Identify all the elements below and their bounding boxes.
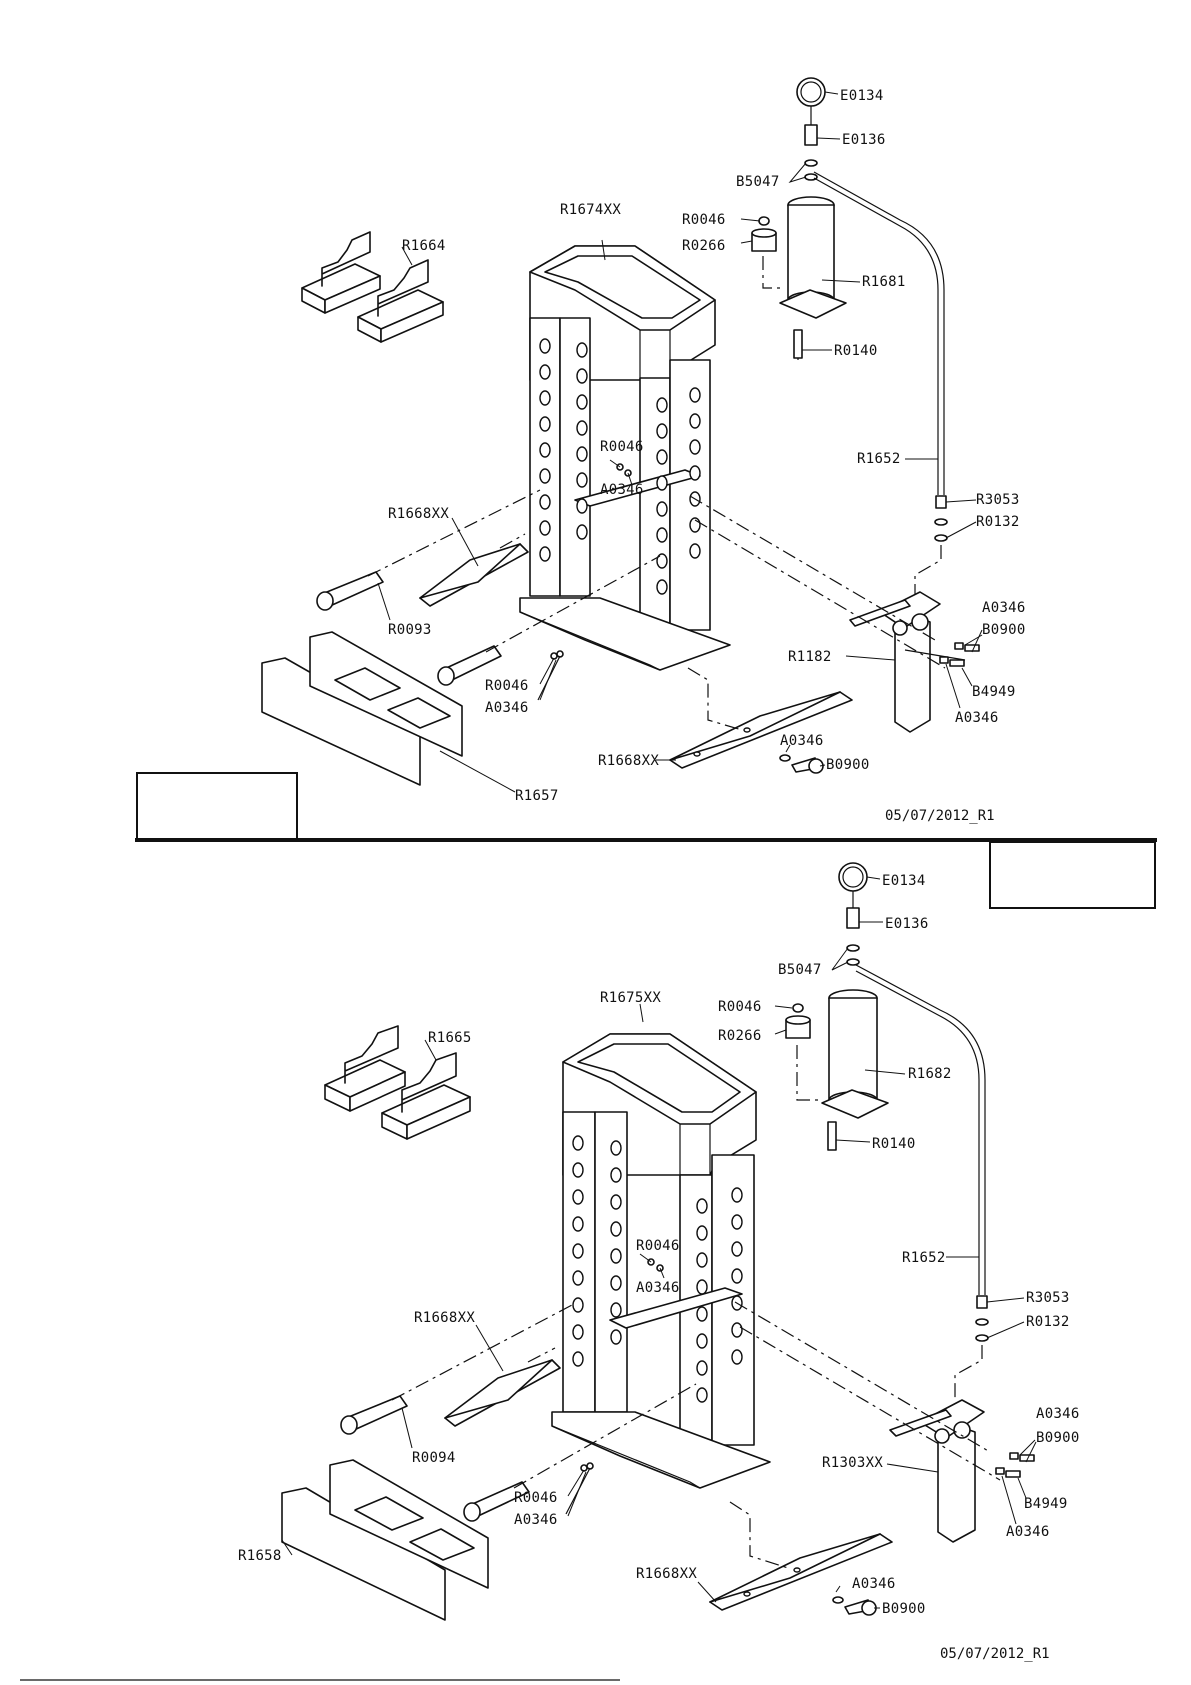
pins	[316, 571, 502, 686]
callout-bed: R1657	[515, 788, 559, 804]
bottom-callout-labels: E0134 E0136 B5047 R1675XX R0046 R0266 R1…	[238, 873, 1080, 1662]
bottom-assembly: E0134 E0136 B5047 R1675XX R0046 R0266 R1…	[238, 862, 1080, 1662]
callout-r0140: R0140	[834, 343, 878, 359]
callout-pump-b: R1303XX	[822, 1455, 883, 1471]
callout-b5047: B5047	[736, 174, 780, 190]
callout-a0346-pump-b: A0346	[1036, 1406, 1080, 1422]
revision-date-top: 05/07/2012_R1	[885, 808, 995, 824]
frame-holes-bottom	[572, 1135, 743, 1403]
callout-foot-right-b: R1668XX	[636, 1566, 697, 1582]
assembly-center-lines-bottom	[391, 1301, 1001, 1569]
callout-a0346-foot-b: A0346	[852, 1576, 896, 1592]
revision-date-bottom: 05/07/2012_R1	[940, 1646, 1050, 1662]
bed-plates	[261, 631, 463, 786]
callout-b0900-pump: B0900	[982, 622, 1026, 638]
callout-r0046-cap-b: R0046	[718, 999, 762, 1015]
callout-cylinder-b: R1682	[908, 1066, 952, 1082]
callout-foot-left-b: R1668XX	[414, 1310, 475, 1326]
feet	[419, 543, 853, 769]
bed-plates-bottom	[281, 1459, 489, 1621]
callout-b4949: B4949	[972, 684, 1016, 700]
callout-r3053: R3053	[976, 492, 1020, 508]
callout-r0046-pin: R0046	[485, 678, 529, 694]
top-callout-labels: E0134 E0136 B5047 R1674XX R0046 R0266 R1…	[388, 88, 1026, 824]
feet-bottom	[444, 1359, 893, 1611]
callout-plates-b: R1665	[428, 1030, 472, 1046]
callout-b4949-b: B4949	[1024, 1496, 1068, 1512]
callout-a0346-pin-b: A0346	[514, 1512, 558, 1528]
hydraulic-cylinder	[537, 77, 980, 774]
callout-a0346-ball: A0346	[600, 482, 644, 498]
callout-foot-right: R1668XX	[598, 753, 659, 769]
callout-bed-b: R1658	[238, 1548, 282, 1564]
callout-r0046-pin-b: R0046	[514, 1490, 558, 1506]
callout-a0346-pin: A0346	[485, 700, 529, 716]
callout-r0140-b: R0140	[872, 1136, 916, 1152]
callout-hose-b: R1652	[902, 1250, 946, 1266]
callout-b5047-b: B5047	[778, 962, 822, 978]
callout-cylinder: R1681	[862, 274, 906, 290]
title-block-top	[136, 772, 298, 840]
callout-a0346-pump: A0346	[982, 600, 1026, 616]
title-block-bottom	[989, 841, 1156, 909]
pins-bottom	[340, 1395, 530, 1522]
v-block-plates	[301, 231, 444, 343]
top-leaders	[377, 91, 983, 793]
callout-e0136-b: E0136	[885, 916, 929, 932]
assembly-center-lines	[367, 489, 946, 731]
bottom-leaders	[281, 876, 1037, 1609]
callout-pin-b: R0094	[412, 1450, 456, 1466]
callout-e0136: E0136	[842, 132, 886, 148]
top-assembly: E0134 E0136 B5047 R1674XX R0046 R0266 R1…	[261, 77, 1026, 824]
callout-a0346-ball-b: A0346	[636, 1280, 680, 1296]
callout-frame-b: R1675XX	[600, 990, 661, 1006]
callout-r0046-ball-b: R0046	[636, 1238, 680, 1254]
callout-frame: R1674XX	[560, 202, 621, 218]
callout-r0266: R0266	[682, 238, 726, 254]
callout-r0046-cap: R0046	[682, 212, 726, 228]
frame-holes	[539, 338, 701, 595]
callout-r0132-b: R0132	[1026, 1314, 1070, 1330]
callout-plates: R1664	[402, 238, 446, 254]
callout-pump: R1182	[788, 649, 832, 665]
callout-a0346-pump2: A0346	[955, 710, 999, 726]
press-frame-bottom	[551, 1033, 771, 1489]
callout-r3053-b: R3053	[1026, 1290, 1070, 1306]
callout-a0346-pump2-b: A0346	[1006, 1524, 1050, 1540]
callout-r0132: R0132	[976, 514, 1020, 530]
callout-r0046-ball: R0046	[600, 439, 644, 455]
callout-e0134: E0134	[840, 88, 884, 104]
callout-b0900-foot-b: B0900	[882, 1601, 926, 1617]
press-frame	[519, 245, 731, 671]
callout-b0900-pump-b: B0900	[1036, 1430, 1080, 1446]
callout-b0900-foot: B0900	[826, 757, 870, 773]
callout-e0134-b: E0134	[882, 873, 926, 889]
callout-foot-left: R1668XX	[388, 506, 449, 522]
callout-hose: R1652	[857, 451, 901, 467]
callout-a0346-foot: A0346	[780, 733, 824, 749]
callout-r0266-b: R0266	[718, 1028, 762, 1044]
hydraulic-cylinder-bottom	[565, 862, 1035, 1616]
callout-pin: R0093	[388, 622, 432, 638]
